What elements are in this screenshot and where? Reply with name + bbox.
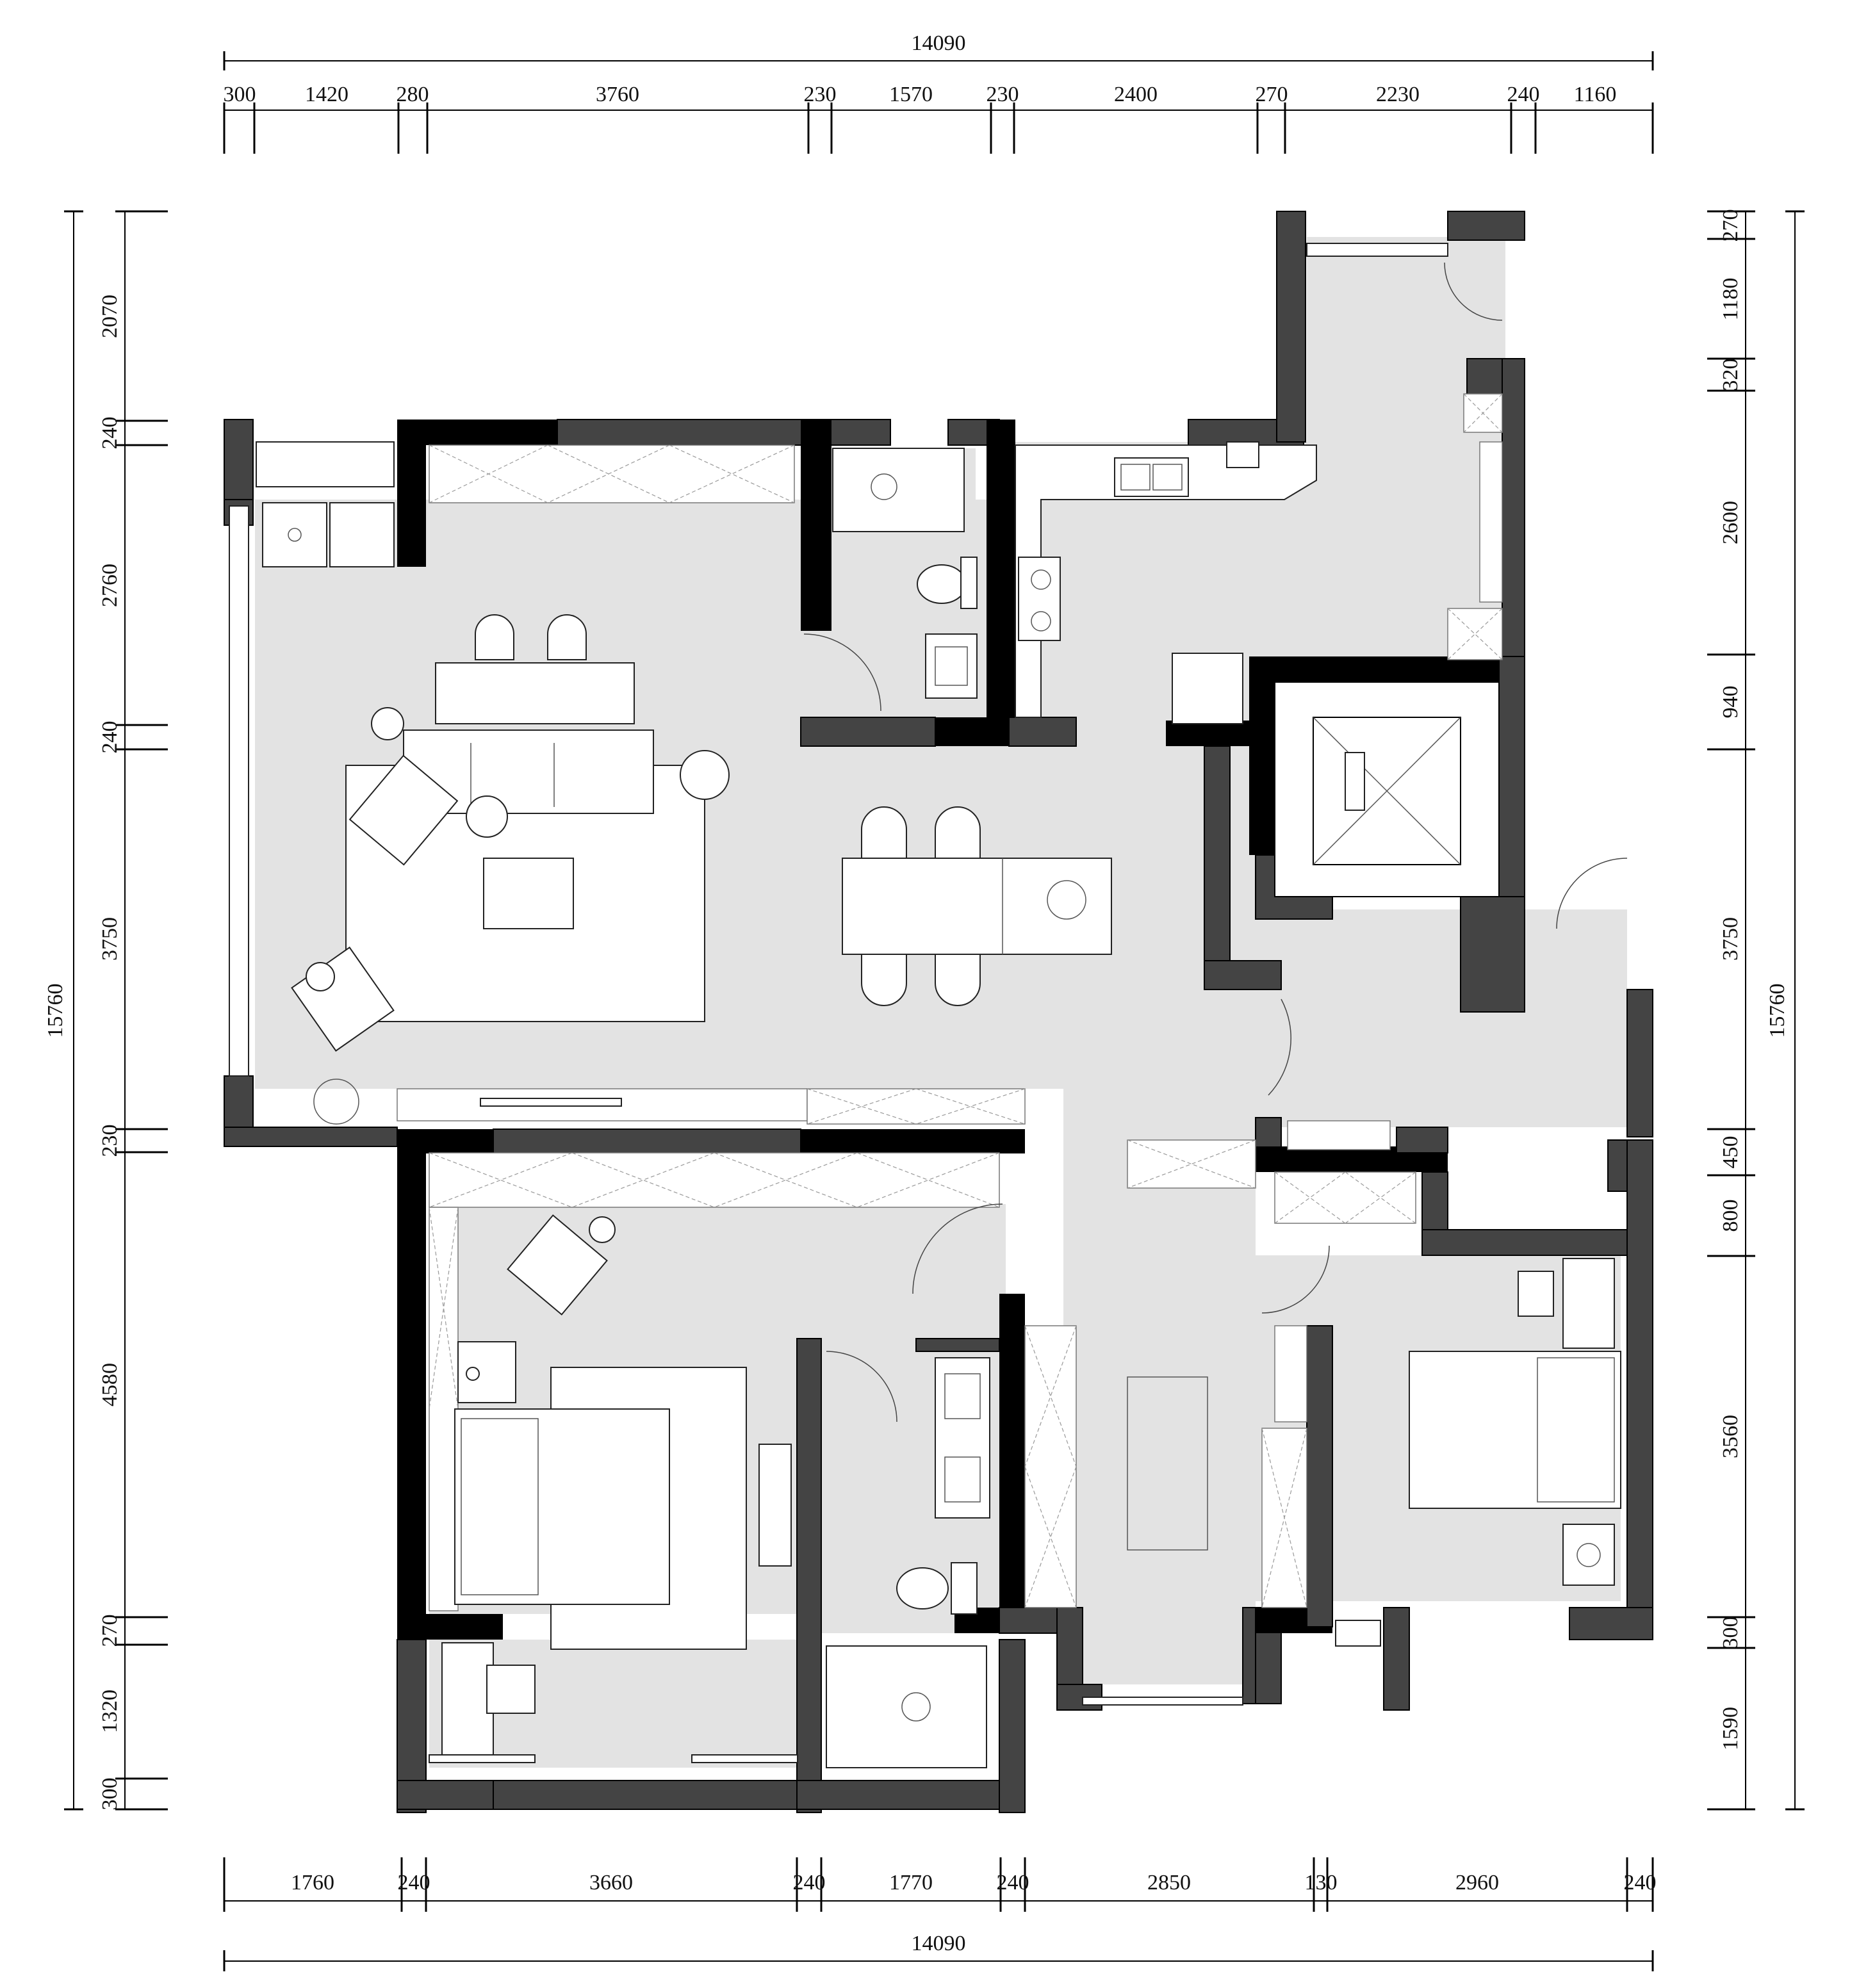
right-dimensions: 270 1180 320 2600 940 3750 450 800 3560 … [1707,209,1805,1811]
small-room-furniture [429,1642,798,1763]
left-seg-2: 2760 [98,564,122,607]
coffee-table [483,858,574,929]
right-seg-9: 300 [1719,1617,1742,1649]
right-seg-10: 1590 [1719,1707,1742,1750]
top-seg-1: 1420 [305,83,348,106]
walls [224,211,1653,1813]
kitchen-sink [1114,457,1189,497]
right-bedroom-furniture [1261,1245,1621,1586]
bottom-seg-0: 1760 [291,1871,334,1894]
bottom-seg-5: 240 [997,1871,1029,1894]
right-chair [1518,1271,1554,1317]
top-seg-7: 2400 [1114,83,1158,106]
living-top-cabinet [429,444,795,503]
right-seg-4: 940 [1719,686,1742,719]
bottom-seg-2: 3660 [589,1871,633,1894]
left-seg-6: 4580 [98,1363,122,1406]
right-seg-0: 270 [1719,209,1742,242]
dining-furniture [842,806,1112,1006]
left-seg-8: 1320 [98,1690,122,1733]
side-table-small [466,795,508,838]
master-bath-fixtures [826,1351,990,1768]
top-bathroom-fixtures [803,448,978,712]
bottom-seg-6: 2850 [1147,1871,1191,1894]
top-seg-9: 2230 [1376,83,1420,106]
kitchen-tall-cabinet [1447,393,1503,660]
bottom-seg-4: 1770 [889,1871,933,1894]
double-vanity [935,1357,990,1519]
bottom-seg-8: 2960 [1455,1871,1499,1894]
master-bedroom-furniture [454,1203,1003,1650]
doors [1082,243,1628,1706]
curtain-left [429,1754,536,1763]
left-seg-0: 2070 [98,295,122,338]
left-dimensions: 15760 2070 240 2760 240 3750 230 4580 27… [44,210,168,1811]
right-nightstand [1562,1524,1615,1586]
tv-wall-cabinet [397,1088,1026,1125]
master-top-wardrobe [429,1152,1000,1208]
hall-cabinet [1024,1139,1256,1608]
right-desk [1562,1258,1615,1349]
top-seg-3: 3760 [596,83,639,106]
shower [832,448,965,532]
top-seg-6: 230 [987,83,1019,106]
top-dimensions: 14090 300 1420 280 3760 230 1570 230 240… [223,31,1654,154]
bottom-dimensions: 1760 240 3660 240 1770 240 2850 130 2960… [223,1857,1657,1971]
top-seg-8: 270 [1256,83,1288,106]
master-left-wardrobe [429,1207,459,1611]
left-total-label: 15760 [44,984,67,1038]
toilet-top [917,564,967,604]
left-seg-9: 300 [98,1778,122,1811]
right-seg-8: 3560 [1719,1415,1742,1458]
left-seg-5: 230 [98,1125,122,1157]
left-seg-7: 270 [98,1615,122,1647]
lounge-chair [348,754,459,866]
right-seg-7: 800 [1719,1200,1742,1232]
master-shower [826,1645,987,1768]
bottom-seg-9: 240 [1624,1871,1657,1894]
small-room-desk [441,1642,494,1759]
right-bed [1409,1351,1621,1509]
top-seg-11: 1160 [1574,83,1617,106]
master-armchair [507,1214,608,1316]
top-seg-10: 240 [1507,83,1540,106]
elevator-shaft [1274,681,1500,897]
right-seg-2: 320 [1719,359,1742,391]
floor-lamp [371,707,404,740]
right-seg-6: 450 [1719,1136,1742,1169]
top-seg-0: 300 [224,83,256,106]
bottom-seg-3: 240 [793,1871,826,1894]
right-seg-1: 1180 [1719,278,1742,321]
top-seg-5: 1570 [889,83,933,106]
kitchenette-counter [329,502,395,567]
right-total-label: 15760 [1765,984,1789,1038]
top-seg-2: 280 [397,83,429,106]
side-table-round [680,750,730,800]
kitchenette-sink [262,502,327,567]
right-seg-5: 3750 [1719,917,1742,961]
bottom-total-label: 14090 [912,1932,966,1955]
left-seg-3: 240 [98,721,122,754]
master-bed [454,1408,670,1605]
small-room-chair [486,1665,536,1714]
right-seg-3: 2600 [1719,501,1742,544]
vanity-top [925,633,978,699]
bottom-seg-7: 130 [1305,1871,1338,1894]
left-seg-4: 3750 [98,917,122,961]
living-room-furniture [256,441,730,1125]
stove [1018,557,1061,641]
left-seg-1: 240 [98,417,122,450]
bottom-seg-1: 240 [398,1871,430,1894]
desk-table [435,662,635,724]
dresser [758,1444,792,1567]
top-seg-4: 230 [804,83,837,106]
kitchen-furniture [1015,441,1317,724]
right-bedroom-wardrobe [1261,1120,1416,1608]
dining-table [842,858,1112,955]
toilet-master [896,1567,949,1609]
curtain-right [691,1754,798,1763]
top-total-label: 14090 [912,31,966,55]
cabinets [397,393,1503,1611]
